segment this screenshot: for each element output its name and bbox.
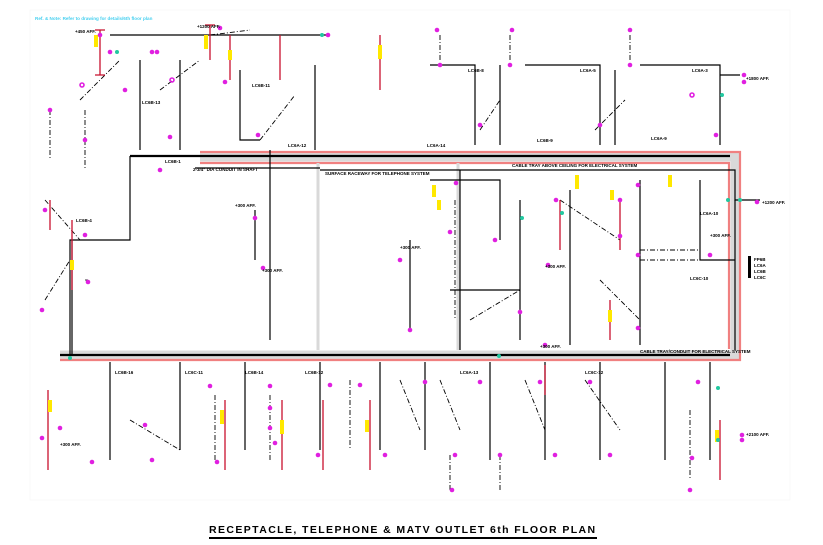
note-cable-tray-lower: CABLE TRAY/CONDUIT FOR ELECTRICAL SYSTEM — [640, 349, 751, 354]
drawing-boundary — [29, 9, 791, 501]
annotation-labels: +450 AFF. +1200 AFF. +300 AFF. +300 AFF.… — [60, 24, 785, 447]
panel-tag-lc6c: LC6C — [754, 275, 767, 280]
circuit-label: LC6A-3 — [692, 68, 708, 73]
circuit-label: LC6B-13 — [142, 100, 161, 105]
circuit-label: LC6B-8 — [468, 68, 484, 73]
circuit-label: LC6B-11 — [252, 83, 271, 88]
highlight-marks — [48, 35, 719, 442]
elevation-label: +1200 AFF. — [197, 24, 220, 29]
circuit-label: LC6B-12 — [305, 370, 324, 375]
circuit-label: LC6B-9 — [537, 138, 553, 143]
circuit-label: LC6C-11 — [185, 370, 204, 375]
elevation-label: +300 AFF. — [60, 442, 81, 447]
circuit-label: LC6B-1 — [165, 159, 181, 164]
middle-wiring — [254, 179, 700, 330]
elevation-label: +300 AFF. — [262, 268, 283, 273]
circuit-label: LC6B-16 — [115, 370, 134, 375]
circuit-label: LC6A-9 — [651, 136, 667, 141]
elevation-label: +300 AFF. — [710, 233, 731, 238]
outlet-symbols — [39, 25, 760, 493]
panel-tag-lc6a: LC6A — [754, 263, 767, 268]
circuit-label: LC6B-4 — [76, 218, 92, 223]
elevation-label: +1800 AFF. — [746, 76, 769, 81]
top-rooms-wiring — [49, 29, 740, 170]
circuit-label: LC6A-12 — [288, 143, 307, 148]
wiring-trunks — [60, 150, 760, 357]
panel-tag-fp6b: FP6B — [754, 257, 766, 262]
callout-bars — [47, 24, 721, 480]
circuit-label: LC6A-13 — [460, 370, 479, 375]
elevation-label: +300 AFF. — [400, 245, 421, 250]
circuit-label: LC6C-10 — [690, 276, 709, 281]
elevation-label: +2100 AFF. — [746, 432, 769, 437]
elevation-label: +300 AFF. — [540, 344, 561, 349]
circuit-label: LC6A-5 — [580, 68, 596, 73]
circuit-label: LC6C-12 — [585, 370, 604, 375]
panel-board: FP6B LC6A LC6B LC6C — [748, 256, 767, 280]
circuit-label: LC6A-14 — [427, 143, 446, 148]
bottom-rooms-wiring — [109, 362, 711, 490]
note-telephone-raceway: SURFACE RACEWAY FOR TELEPHONE SYSTEM — [325, 171, 430, 176]
elevation-label: +450 AFF. — [75, 29, 96, 34]
panel-tag-lc6b: LC6B — [754, 269, 767, 274]
elevation-label: +1200 AFF. — [762, 200, 785, 205]
circuit-label: LC6A-10 — [700, 211, 719, 216]
elevation-label: +300 AFF. — [235, 203, 256, 208]
elevation-label: +300 AFF. — [545, 264, 566, 269]
circuit-label: LC6B-14 — [245, 370, 264, 375]
note-shaft-conduit: 2-3/4" DIA CONDUIT IN SHAFT — [193, 167, 258, 172]
left-wing-wiring — [44, 199, 90, 355]
drawing-title: RECEPTACLE, TELEPHONE & MATV OUTLET 6th … — [209, 524, 597, 539]
corridor-notes: SURFACE RACEWAY FOR TELEPHONE SYSTEM CAB… — [193, 163, 751, 354]
junction-boxes — [68, 33, 742, 442]
note-cable-tray-upper: CABLE TRAY ABOVE CEILING FOR ELECTRICAL … — [512, 163, 638, 168]
drawing-reference-note: Ref. & Note: Refer to drawing for detail… — [35, 16, 153, 21]
